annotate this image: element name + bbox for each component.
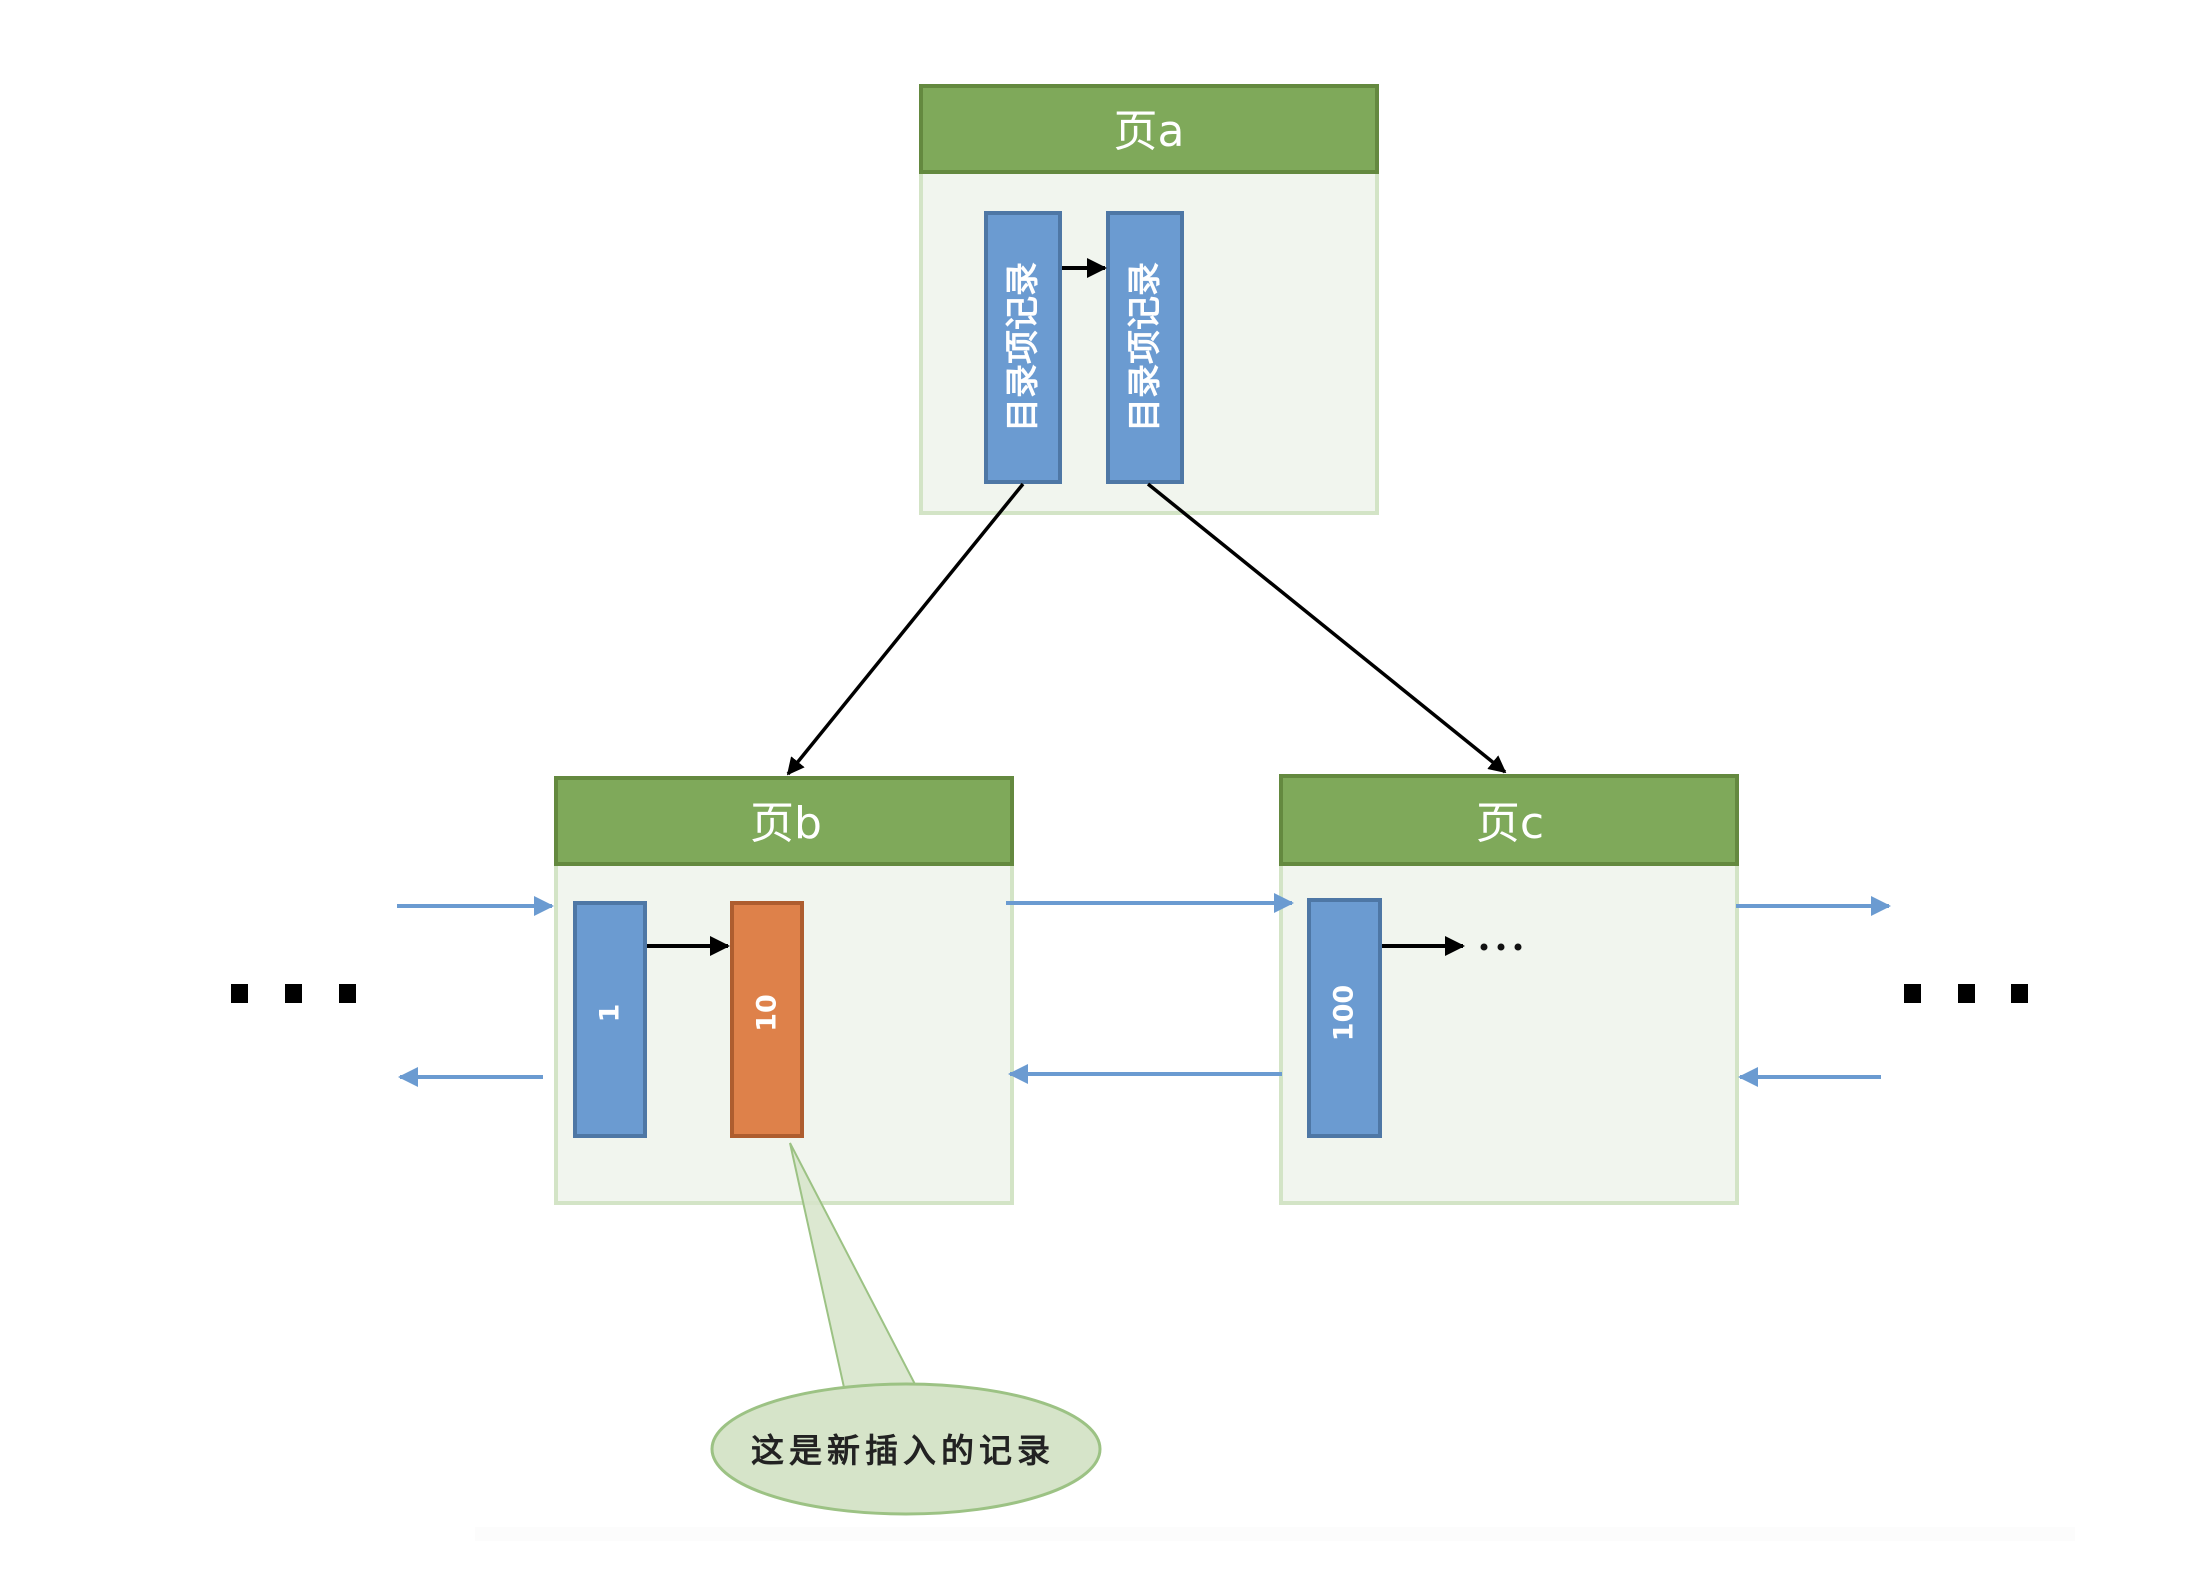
child-pointer-arrow-to-page-b — [786, 482, 1025, 776]
ellipsis-dot — [285, 984, 302, 1003]
page-a-header — [919, 84, 1379, 174]
ellipsis-left — [231, 984, 356, 1003]
new-record: 10 — [730, 901, 804, 1138]
page-a-title: 页a — [1114, 106, 1185, 157]
page-b-title: 页b — [750, 798, 822, 849]
page-a-record-1 — [984, 211, 1062, 484]
callout: 这是新插入的记录 — [710, 1142, 1102, 1516]
callout-text: 这是新插入的记录 — [751, 1431, 1055, 1470]
dot — [1497, 943, 1505, 951]
ellipsis-dot — [339, 984, 356, 1003]
ellipsis-dot — [1904, 984, 1921, 1003]
page-a-record-2 — [1106, 211, 1184, 484]
user-record: 100 — [1307, 898, 1382, 1138]
page-c: 页c 100 — [1279, 774, 1739, 1205]
continuation-dots — [1480, 943, 1522, 951]
ellipsis-dot — [231, 984, 248, 1003]
page-b: 页b 1 10 — [554, 776, 1014, 1205]
page-b-header — [554, 776, 1014, 866]
page-b-record-2-label: 10 — [752, 994, 783, 1032]
page-a-record-2-label: 目录项记录 — [1125, 262, 1165, 432]
callout-bubble — [710, 1382, 1102, 1516]
background-band — [475, 1527, 2075, 1541]
ellipsis-dot — [2011, 984, 2028, 1003]
ellipsis-right — [1904, 984, 2028, 1003]
directory-record: 目录项记录 — [984, 211, 1062, 484]
callout-seam-cover — [847, 1388, 916, 1402]
child-pointer-arrow-to-page-c — [1146, 482, 1507, 774]
page-c-record-1 — [1307, 898, 1382, 1138]
page-b-record-1-label: 1 — [595, 1004, 626, 1023]
dot — [1480, 943, 1488, 951]
directory-record: 目录项记录 — [1106, 211, 1184, 484]
page-c-header — [1279, 774, 1739, 866]
page-b-record-2-new — [730, 901, 804, 1138]
page-b-record-1 — [573, 901, 647, 1138]
user-record: 1 — [573, 901, 647, 1138]
ellipsis-dot — [1958, 984, 1975, 1003]
page-c-record-1-label: 100 — [1329, 985, 1360, 1041]
page-a-record-1-label: 目录项记录 — [1003, 262, 1043, 432]
dot — [1514, 943, 1522, 951]
page-a: 页a 目录项记录 目录项记录 — [919, 84, 1379, 515]
page-c-title: 页c — [1476, 798, 1544, 849]
